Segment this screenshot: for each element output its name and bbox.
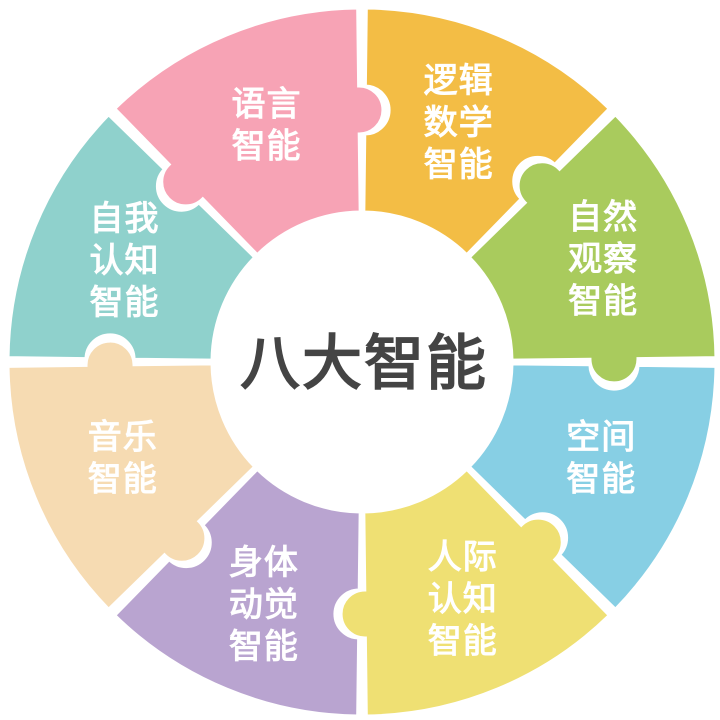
segment-label-line: 自我: [90, 199, 160, 239]
segment-label-line: 智能: [424, 145, 494, 185]
puzzle-segments: [6, 6, 718, 718]
segment-logical-mathematical: [362, 6, 612, 257]
segment-label-line: 身体: [229, 543, 299, 583]
center-title: 八大智能: [240, 329, 488, 399]
segment-label-line: 动觉: [229, 585, 299, 625]
segment-label-line: 逻辑: [424, 61, 494, 101]
segment-label-line: 智能: [90, 283, 160, 323]
segment-label-line: 认知: [428, 579, 498, 619]
segment-musical: [6, 339, 257, 612]
segment-label-linguistic: 语言智能: [231, 85, 301, 167]
segment-linguistic: [112, 6, 385, 257]
segment-label-musical: 音乐智能: [88, 418, 158, 500]
segment-label-line: 智能: [229, 627, 299, 667]
segment-label-line: 音乐: [88, 418, 158, 458]
segment-label-line: 智能: [566, 460, 636, 500]
segment-label-line: 空间: [566, 418, 636, 458]
segment-label-naturalist: 自然观察智能: [568, 198, 638, 322]
segment-label-line: 智能: [88, 460, 158, 500]
segment-label-line: 智能: [568, 282, 638, 322]
segment-label-line: 智能: [428, 621, 498, 661]
segment-label-interpersonal: 人际认知智能: [428, 537, 498, 661]
segment-bodily-kinesthetic: [112, 467, 362, 718]
segment-spatial: [467, 362, 718, 612]
segment-label-line: 人际: [428, 537, 498, 577]
segment-naturalist: [467, 112, 718, 385]
segment-label-spatial: 空间智能: [566, 418, 636, 500]
segment-label-line: 自然: [568, 198, 638, 238]
segment-intrapersonal: [6, 112, 257, 362]
segment-label-bodily-kinesthetic: 身体动觉智能: [229, 543, 299, 667]
segment-interpersonal: [339, 467, 612, 718]
segment-label-line: 语言: [231, 85, 301, 125]
segment-label-line: 认知: [90, 241, 160, 281]
segment-label-logical-mathematical: 逻辑数学智能: [424, 61, 494, 185]
segment-label-line: 观察: [568, 240, 638, 280]
segment-label-intrapersonal: 自我认知智能: [90, 199, 160, 323]
segment-label-line: 智能: [231, 127, 301, 167]
segment-label-line: 数学: [424, 103, 494, 143]
segment-labels: 语言智能逻辑数学智能自然观察智能空间智能人际认知智能身体动觉智能音乐智能自我认知…: [88, 61, 638, 667]
